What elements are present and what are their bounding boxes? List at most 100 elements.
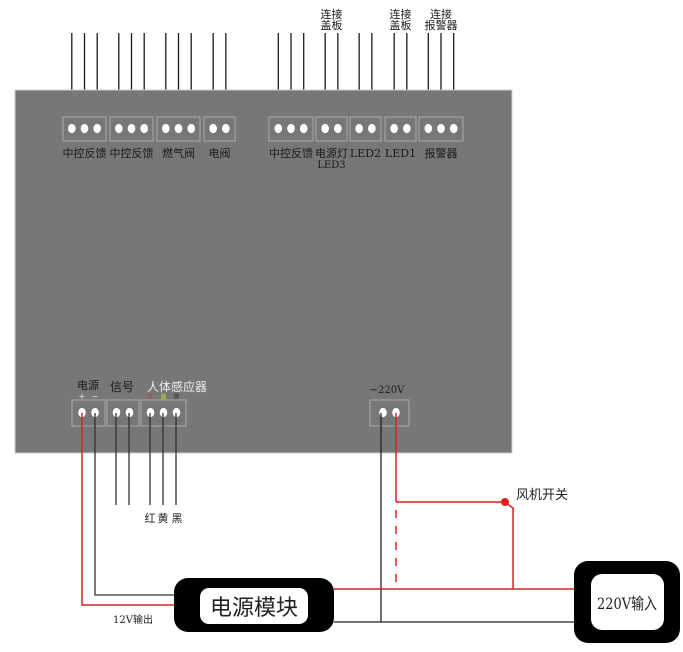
connector-label: LED2 xyxy=(350,147,381,160)
connector-pin xyxy=(68,123,76,134)
connector-top-note: 盖板 xyxy=(321,18,343,32)
connector-pin xyxy=(174,123,183,134)
connector-pin xyxy=(78,407,86,418)
connector-pin xyxy=(321,123,329,134)
connector-label: 电源灯 xyxy=(315,146,348,160)
connector-pin xyxy=(355,123,363,134)
connector-top-note: 报警器 xyxy=(425,18,458,32)
pin-color-label: 黄 xyxy=(160,393,166,401)
connector-housing xyxy=(418,116,464,142)
connector-housing xyxy=(369,399,410,427)
connector-pin xyxy=(403,123,411,134)
top-connector: 燃气阀 xyxy=(156,116,201,160)
connector-pin xyxy=(146,407,155,418)
top-connector: LED2 xyxy=(349,116,382,160)
connector-pin xyxy=(287,123,295,134)
pin-color-label: 红 xyxy=(147,393,153,401)
connector-pin xyxy=(159,407,168,418)
connector-label: 中控反馈 xyxy=(63,146,107,160)
connector-housing xyxy=(384,116,417,142)
wire-12v-positive xyxy=(81,413,176,606)
bottom-connector: +−电源 xyxy=(71,378,106,427)
connector-housing xyxy=(106,399,140,427)
top-connector: LED1 xyxy=(384,116,417,160)
connector-pin xyxy=(424,123,433,134)
polarity-mark: − xyxy=(92,392,99,401)
connector-pin xyxy=(80,123,89,134)
bottom-wiring xyxy=(81,413,578,623)
connector-pin xyxy=(162,123,170,134)
sensor-wire-labels: 红 黄 黑 xyxy=(145,511,183,525)
top-connector: 中控反馈 xyxy=(109,116,154,160)
connector-label: 电源 xyxy=(77,378,99,392)
connector-sublabel: LED3 xyxy=(317,160,345,171)
connector-top-note: 连接 xyxy=(321,8,343,21)
connector-housing xyxy=(203,116,236,142)
top-connector: 电阀 xyxy=(203,116,236,160)
connector-pin xyxy=(334,123,342,134)
connector-label: 中控反馈 xyxy=(269,146,313,160)
power-output-label: 12V输出 xyxy=(113,613,153,626)
connector-pin xyxy=(437,123,445,134)
power-module-label: 电源模块 xyxy=(210,596,298,621)
connector-pin xyxy=(222,123,230,134)
connector-top-note: 盖板 xyxy=(390,18,412,32)
pin-color-label: 黑 xyxy=(173,394,179,401)
bottom-connector: 信号 xyxy=(106,380,140,427)
connector-housing xyxy=(62,116,107,142)
connector-housing xyxy=(71,399,106,427)
connector-pin xyxy=(274,123,283,134)
connector-label: ~220V xyxy=(370,385,405,396)
connector-pin xyxy=(209,123,217,134)
power-module: 电源模块 xyxy=(174,578,334,632)
connector-pin xyxy=(115,123,123,134)
connector-pin xyxy=(127,123,136,134)
ac-input-box: 220V输入 xyxy=(574,561,680,643)
connector-pin xyxy=(449,123,458,134)
polarity-mark: + xyxy=(79,392,86,401)
connector-pin xyxy=(140,123,148,134)
control-panel xyxy=(14,89,513,454)
connector-pin xyxy=(392,407,400,418)
connector-pin xyxy=(187,123,195,134)
connector-housing xyxy=(268,116,314,142)
connector-top-note: 连接 xyxy=(430,8,452,21)
connector-label: LED1 xyxy=(385,147,416,160)
fan-switch-label: 风机开关 xyxy=(516,488,568,503)
connector-label: 电阀 xyxy=(209,146,231,160)
connector-pin xyxy=(299,123,308,134)
top-connector: 报警器 xyxy=(418,116,464,160)
wire-12v-negative xyxy=(94,413,176,596)
connector-label: 报警器 xyxy=(425,146,458,160)
fan-switch-lever xyxy=(504,501,515,510)
ac-input-face xyxy=(591,574,664,630)
top-connector: 中控反馈 xyxy=(268,116,314,160)
connector-pin xyxy=(112,407,121,418)
sensor-wire-label-red: 红 xyxy=(145,512,156,525)
top-connector: 中控反馈 xyxy=(62,116,107,160)
bottom-connectors: +−电源信号红黄黑人体感应器 ~220V xyxy=(71,378,410,427)
connector-label: 燃气阀 xyxy=(162,146,195,160)
connector-pin xyxy=(379,407,387,418)
connector-pin xyxy=(368,123,376,134)
connector-pin xyxy=(172,407,181,418)
connector-label: 人体感应器 xyxy=(147,379,207,394)
connector-housing xyxy=(156,116,201,142)
connector-pin xyxy=(125,407,134,418)
connector-top-note: 连接 xyxy=(390,8,412,21)
connector-pin xyxy=(390,123,398,134)
connector-housing xyxy=(315,116,348,142)
connector-housing xyxy=(349,116,382,142)
connector-label: 中控反馈 xyxy=(110,146,154,160)
connector-pin xyxy=(93,123,101,134)
connector-label: 信号 xyxy=(110,380,134,394)
ac-input-label: 220V输入 xyxy=(597,594,657,613)
connector-housing xyxy=(109,116,154,142)
sensor-wire-label-black: 黑 xyxy=(172,512,183,525)
power-module-face xyxy=(200,588,308,624)
sensor-wire-label-yellow: 黄 xyxy=(158,511,169,525)
